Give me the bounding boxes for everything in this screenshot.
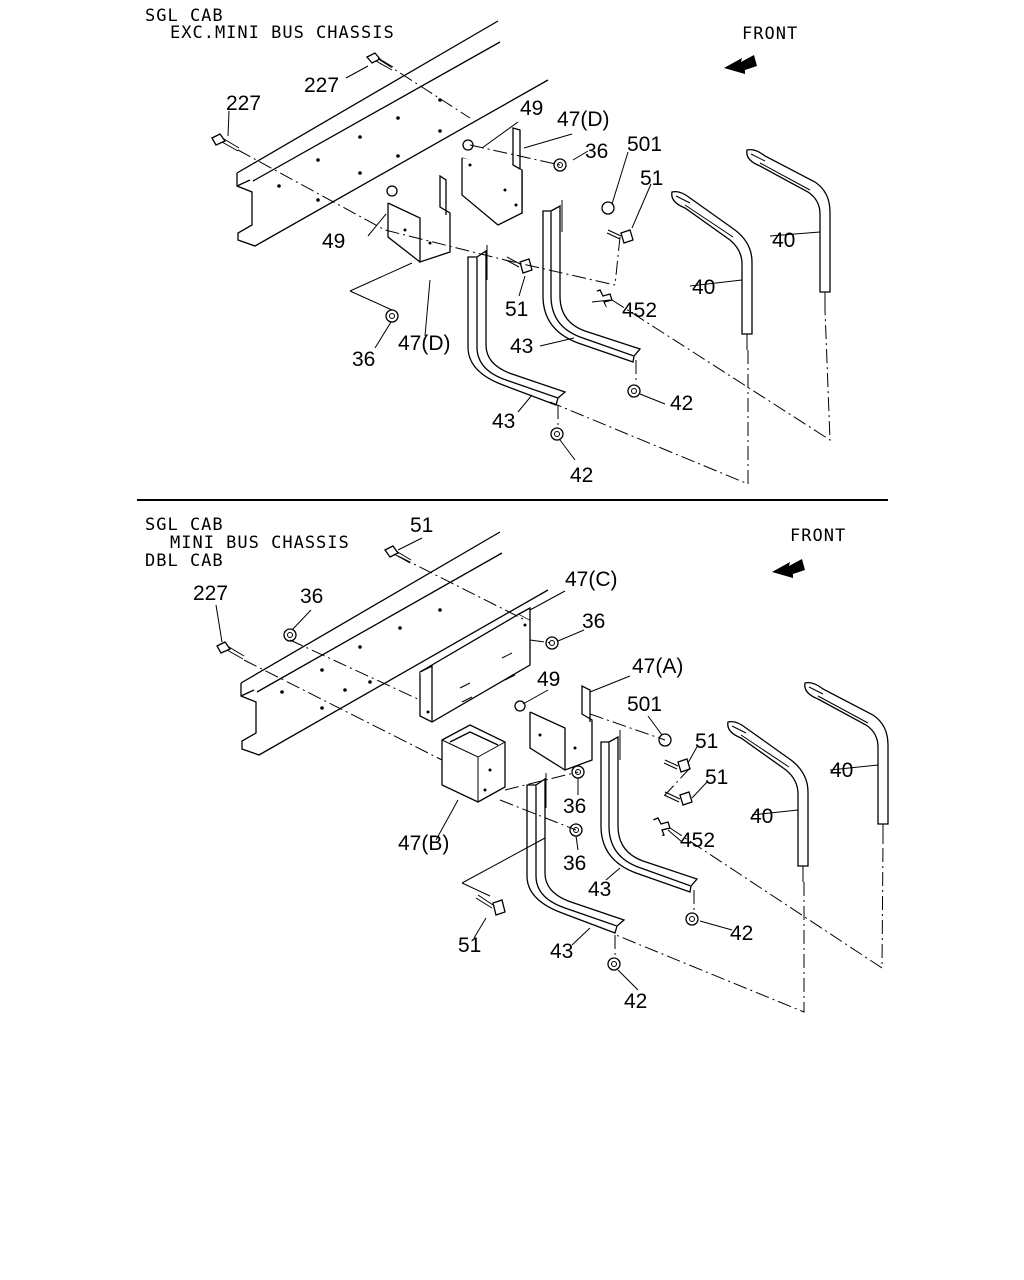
callout-51-middle: 51 bbox=[505, 298, 528, 321]
callout-43-left: 43 bbox=[492, 410, 515, 433]
strap-40-right bbox=[746, 148, 831, 310]
callout-452: 452 bbox=[680, 829, 715, 852]
callout-42-right: 42 bbox=[730, 922, 753, 945]
callout-49-lower: 49 bbox=[322, 230, 345, 253]
callout-36-upper: 36 bbox=[585, 140, 608, 163]
bracket-47a bbox=[529, 684, 593, 771]
bolt-51-upper-right bbox=[663, 758, 691, 773]
bolt-51-right bbox=[606, 229, 634, 244]
assembly-lines-bottom bbox=[243, 555, 884, 1013]
panel-bottom-caption-line-3: DBL CAB bbox=[145, 551, 224, 571]
strap-40-right bbox=[804, 681, 889, 842]
callout-42-right: 42 bbox=[670, 392, 693, 415]
bolt-501 bbox=[601, 201, 615, 215]
chassis-frame-rail bbox=[236, 20, 549, 247]
bolt-227-upper bbox=[365, 52, 394, 71]
nut-36-lower bbox=[385, 309, 399, 323]
callout-51-top: 51 bbox=[410, 514, 433, 537]
callouts-top: 227 227 49 47(D) 36 501 51 49 40 40 51 4… bbox=[226, 74, 795, 487]
callout-36-lower: 36 bbox=[352, 348, 375, 371]
callout-47a: 47(A) bbox=[632, 655, 683, 678]
nut-42-right bbox=[685, 912, 699, 926]
callout-42-left: 42 bbox=[570, 464, 593, 487]
nut-42-right bbox=[627, 384, 641, 398]
callout-49-upper: 49 bbox=[520, 97, 543, 120]
callout-36-lower: 36 bbox=[563, 852, 586, 875]
panel-top-front-label: FRONT bbox=[742, 24, 798, 44]
callout-47c: 47(C) bbox=[565, 568, 618, 591]
bracket-43-right bbox=[542, 200, 642, 363]
callout-51-bottom: 51 bbox=[458, 934, 481, 957]
panel-top: SGL CAB EXC.MINI BUS CHASSIS FRONT bbox=[145, 6, 831, 487]
nut-49-upper bbox=[462, 139, 474, 151]
callout-501: 501 bbox=[627, 693, 662, 716]
panel-bottom-caption-line-1: SGL CAB bbox=[145, 515, 224, 535]
bolt-51-middle bbox=[505, 256, 533, 274]
callout-227-left: 227 bbox=[226, 92, 261, 115]
callout-43-left: 43 bbox=[550, 940, 573, 963]
panel-bottom: SGL CAB MINI BUS CHASSIS DBL CAB FRONT bbox=[145, 514, 889, 1013]
panel-bottom-front-label: FRONT bbox=[790, 526, 846, 546]
panel-top-caption-line-2: EXC.MINI BUS CHASSIS bbox=[170, 23, 395, 43]
callout-47d-lower: 47(D) bbox=[398, 332, 451, 355]
callout-36-47c: 36 bbox=[582, 610, 605, 633]
callout-40-right: 40 bbox=[772, 229, 795, 252]
nut-42-left bbox=[550, 427, 564, 441]
callout-36-frame: 36 bbox=[300, 585, 323, 608]
panel-top-caption-line-1: SGL CAB bbox=[145, 6, 224, 26]
callout-227-upper: 227 bbox=[304, 74, 339, 97]
callout-40-right: 40 bbox=[830, 759, 853, 782]
front-arrow-icon bbox=[724, 55, 757, 74]
callout-42-left: 42 bbox=[624, 990, 647, 1013]
strap-40-left bbox=[727, 720, 809, 882]
leader-lines-top bbox=[227, 65, 821, 461]
nut-49 bbox=[514, 700, 526, 712]
bolt-227 bbox=[216, 641, 245, 660]
chassis-frame-rail bbox=[240, 531, 549, 756]
callout-40-left: 40 bbox=[692, 276, 715, 299]
callout-47b: 47(B) bbox=[398, 832, 449, 855]
callout-43-right: 43 bbox=[510, 335, 533, 358]
panel-bottom-caption-line-2: MINI BUS CHASSIS bbox=[170, 533, 350, 553]
callout-452: 452 bbox=[622, 299, 657, 322]
front-arrow-icon bbox=[772, 559, 805, 578]
callout-501: 501 bbox=[627, 133, 662, 156]
callout-49: 49 bbox=[537, 668, 560, 691]
callout-227: 227 bbox=[193, 582, 228, 605]
nut-36-47c bbox=[545, 636, 559, 650]
bracket-47c bbox=[419, 606, 531, 723]
callout-40-left: 40 bbox=[750, 805, 773, 828]
callout-51-upper-right: 51 bbox=[695, 730, 718, 753]
callout-51-lower-right: 51 bbox=[705, 766, 728, 789]
bolt-227-left bbox=[211, 133, 240, 152]
nut-36-frame bbox=[283, 628, 297, 642]
callout-51-right: 51 bbox=[640, 167, 663, 190]
bracket-43-right bbox=[600, 730, 699, 893]
callout-36-middle: 36 bbox=[563, 795, 586, 818]
bracket-43-left bbox=[467, 245, 567, 406]
callouts-bottom: 51 47(C) 227 36 36 49 47(A) 501 51 51 40… bbox=[193, 514, 853, 1013]
nut-36-upper bbox=[553, 158, 567, 172]
bracket-43-left bbox=[526, 773, 626, 934]
bracket-47d-lower bbox=[387, 174, 451, 263]
callout-43-right: 43 bbox=[588, 878, 611, 901]
assembly-lines-top bbox=[237, 59, 831, 485]
strap-40-left bbox=[671, 190, 753, 350]
leader-lines-bottom bbox=[215, 537, 879, 991]
nut-42-left bbox=[607, 957, 621, 971]
bolt-51-bottom bbox=[475, 894, 506, 916]
bracket-47d-upper bbox=[461, 127, 523, 226]
nut-49-lower bbox=[386, 185, 398, 197]
callout-47d-upper: 47(D) bbox=[557, 108, 610, 131]
bracket-47b bbox=[441, 724, 506, 803]
bolt-51-lower-right bbox=[663, 791, 693, 806]
